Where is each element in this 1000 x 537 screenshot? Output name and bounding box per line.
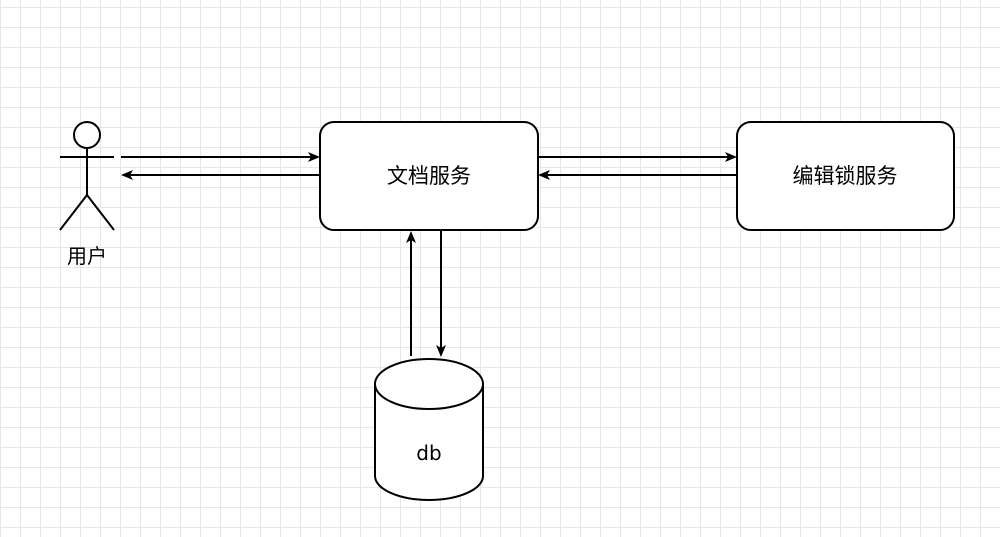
doc-service-label: 文档服务 bbox=[387, 164, 471, 188]
database-label: db bbox=[416, 441, 441, 465]
user-label: 用户 bbox=[67, 244, 107, 268]
database-cylinder[interactable] bbox=[374, 358, 484, 501]
lock-service-label: 编辑锁服务 bbox=[793, 164, 898, 188]
user-actor-icon[interactable] bbox=[59, 121, 115, 231]
